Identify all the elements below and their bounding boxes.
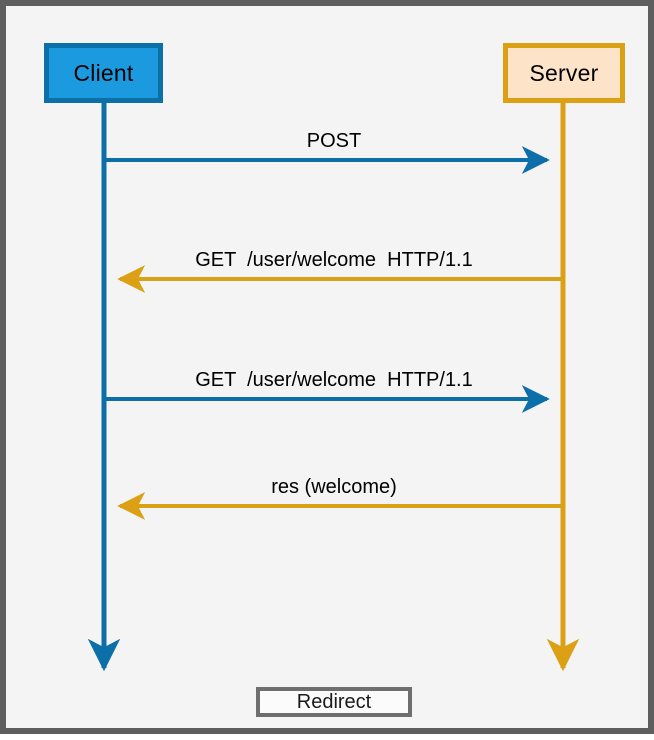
message-label-get-redirect: GET /user/welcome HTTP/1.1	[195, 249, 473, 271]
message-label-post: POST	[306, 130, 362, 152]
message-label-res-welcome: res (welcome)	[271, 476, 397, 498]
participant-client-label: Client	[73, 59, 134, 86]
message-label-get-welcome: GET /user/welcome HTTP/1.1	[195, 369, 473, 391]
participant-server-label: Server	[529, 59, 599, 86]
redirect-note-label: Redirect	[296, 690, 372, 713]
participant-server[interactable]: Server	[503, 43, 625, 103]
redirect-note-box[interactable]: Redirect	[256, 687, 412, 717]
diagram-canvas: Client Server POST GET /user/welcome HTT…	[6, 6, 654, 740]
participant-client[interactable]: Client	[44, 43, 163, 103]
